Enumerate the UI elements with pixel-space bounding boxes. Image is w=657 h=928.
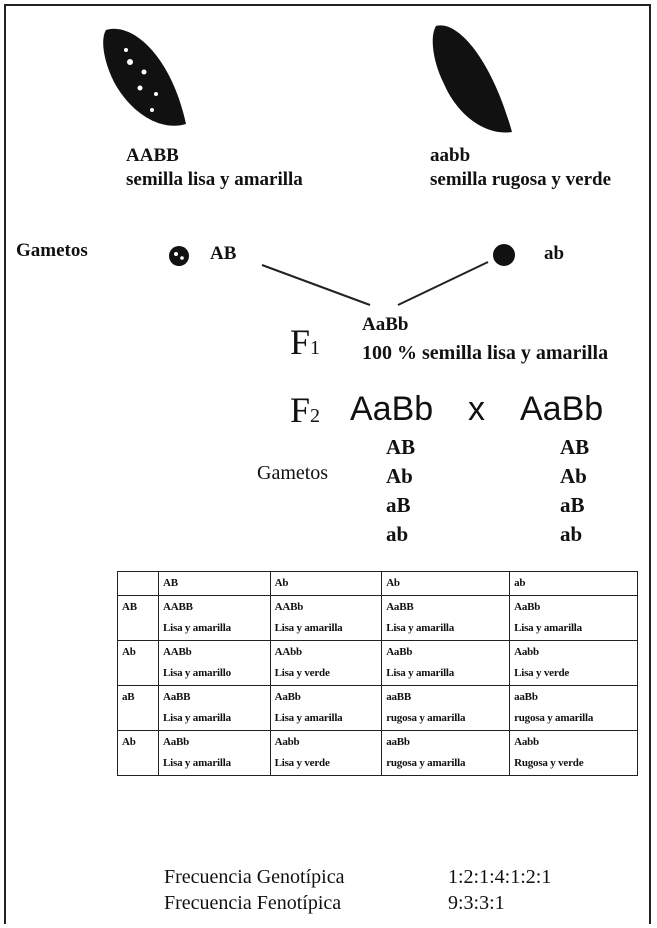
punnett-col-header: Ab [381,571,511,596]
f1-genotype: AaBb [362,314,409,335]
punnett-col-header: Ab [269,571,383,596]
gamete-item: Ab [386,464,413,488]
parent-2-genotype: aabb [430,145,471,166]
gamete-item: AB [386,435,416,459]
punnett-row-header: Ab [117,640,159,686]
parent-1-genotype: AABB [126,145,179,166]
wrinkled-seed-gamete-icon [493,244,515,266]
f2-parent-right: AaBb [520,390,604,428]
f2-parent-left: AaBb [350,390,434,428]
genotypic-frequency-label: Frecuencia Genotípica [164,866,345,888]
f1-description: 100 % semilla lisa y amarilla [362,342,609,364]
round-yellow-seed-icon [103,28,186,126]
punnett-col-header: ab [509,571,638,596]
gamete-item: aB [386,493,411,517]
punnett-row-header: Ab [117,730,159,776]
punnett-corner [117,571,159,596]
round-seed-gamete-icon [169,246,189,266]
f2-label: F2 [290,390,321,430]
punnett-col-header: AB [158,571,271,596]
page-frame [4,4,651,924]
punnett-row-header: aB [117,685,159,731]
f2-gametes-label: Gametos [257,462,329,484]
parent-2-phenotype: semilla rugosa y verde [430,169,612,190]
parent-1-phenotype: semilla lisa y amarilla [126,169,303,190]
punnett-row-header: AB [117,595,159,641]
gamete-item: Ab [560,464,587,488]
phenotypic-frequency-label: Frecuencia Fenotípica [164,892,342,914]
gamete-item: AB [560,435,590,459]
gamete-left: AB [210,243,237,264]
punnett-header-row: AB Ab Ab ab [117,571,638,596]
gametes-label: Gametos [16,240,88,261]
f1-label: F1 [290,322,321,362]
f2-left-gamete-list: AB Ab aB ab [386,433,415,549]
f2-cross-sign: x [468,390,485,428]
f2-right-gamete-list: AB Ab aB ab [560,433,589,549]
wrinkled-green-seed-icon [432,25,512,133]
phenotypic-frequency-value: 9:3:3:1 [448,892,505,914]
genotypic-frequency-value: 1:2:1:4:1:2:1 [448,866,552,888]
gamete-right: ab [544,243,565,264]
gamete-item: aB [560,493,585,517]
gamete-item: ab [386,522,409,546]
gamete-item: ab [560,522,583,546]
